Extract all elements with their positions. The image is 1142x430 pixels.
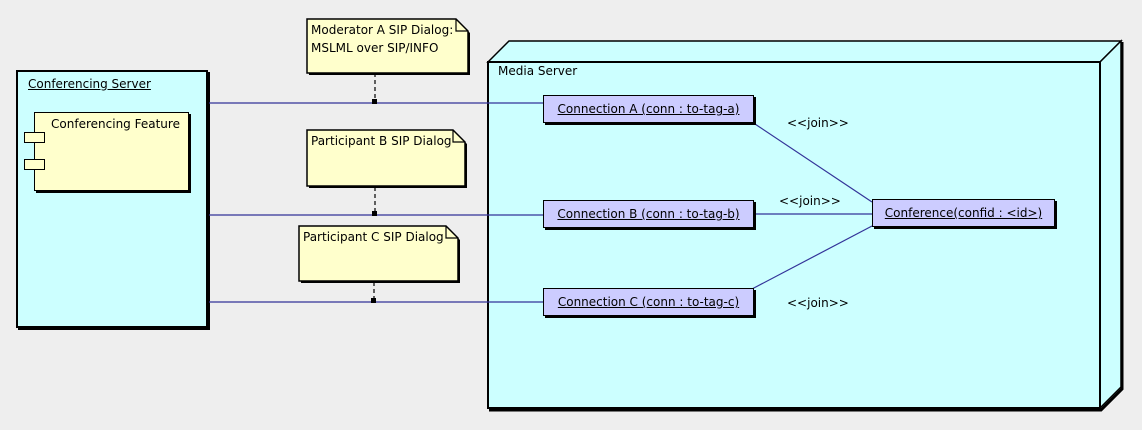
node-conferencing-server: Conferencing Server: [16, 70, 208, 328]
component-port-icon: [24, 132, 45, 143]
edge-label-join-b: <<join>>: [779, 194, 841, 208]
note-shape-icon: [306, 18, 470, 75]
note-text-line: Participant C SIP Dialog: [303, 230, 444, 244]
note-shape-icon: [306, 129, 467, 188]
note-shape-icon: [298, 225, 460, 283]
classifier-connection-a: Connection A (conn : to-tag-a): [543, 95, 754, 123]
note-text-line: Moderator A SIP Dialog:: [311, 23, 454, 37]
note-participant-c-sip-dialog: Participant C SIP Dialog: [297, 224, 463, 286]
classifier-conference: Conference(confid : <id>): [872, 199, 1055, 227]
note-participant-b-sip-dialog: Participant B SIP Dialog: [305, 128, 470, 191]
component-conferencing-feature: Conferencing Feature: [34, 112, 189, 191]
note-text-line: Participant B SIP Dialog: [311, 134, 452, 148]
note-moderator-a-sip-dialog: Moderator A SIP Dialog: MSLML over SIP/I…: [305, 17, 473, 78]
edge-label-join-c: <<join>>: [787, 296, 849, 310]
note-text-line: MSLML over SIP/INFO: [311, 41, 439, 55]
conferencing-server-title: Conferencing Server: [28, 77, 151, 91]
component-port-icon: [24, 159, 45, 170]
classifier-connection-b: Connection B (conn : to-tag-b): [543, 200, 754, 228]
conferencing-feature-label: Conferencing Feature: [51, 117, 180, 131]
edge-label-join-a: <<join>>: [787, 116, 849, 130]
media-server-title: Media Server: [498, 64, 578, 78]
classifier-connection-c: Connection C (conn : to-tag-c): [543, 288, 754, 316]
